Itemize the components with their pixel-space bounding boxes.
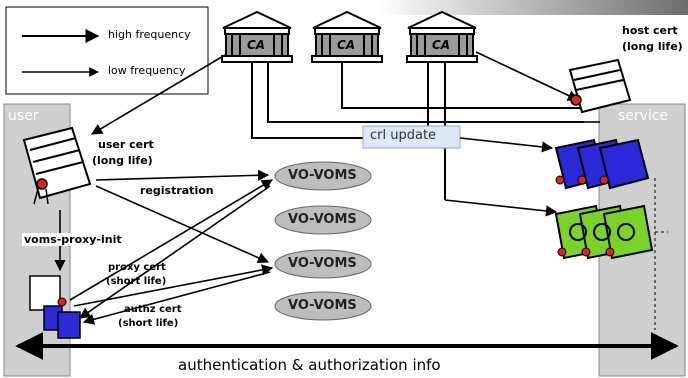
voms-oval-3 <box>274 249 372 279</box>
ca-building-3 <box>406 10 478 63</box>
ca-building-1 <box>221 10 293 63</box>
host-cert-label: host cert <box>622 24 678 37</box>
auth-info-label: authentication & authorization info <box>178 356 441 374</box>
ca-to-user-arrow <box>91 54 226 135</box>
registration-arrow-2 <box>95 185 270 264</box>
crl-update-box <box>362 125 461 149</box>
user-cert-scroll <box>22 126 92 205</box>
user-region-label: user <box>8 108 39 124</box>
proxy-to-voms3-arrow <box>73 264 274 307</box>
proxy-cert-life-label: (short life) <box>106 276 167 287</box>
proxy-to-voms1-arrow <box>69 179 273 301</box>
blue-cert-stack <box>554 138 650 190</box>
crl-to-green-certs-arrow <box>444 199 558 217</box>
legend-high-label: high frequency <box>108 28 191 41</box>
crl-update-label: crl update <box>370 128 437 143</box>
voms-label-4: VO-VOMS <box>288 298 357 313</box>
user-cert-label: user cert <box>98 138 154 151</box>
voms1-to-authz-arrow <box>79 185 271 319</box>
proxy-cert-seal <box>57 297 67 307</box>
authz-cert-label: authz cert <box>124 304 182 315</box>
voms-oval-1 <box>274 161 372 191</box>
service-region-label: service <box>618 108 669 124</box>
voms-label-1: VO-VOMS <box>288 168 357 183</box>
registration-label: registration <box>140 184 214 197</box>
voms-label-2: VO-VOMS <box>288 212 357 227</box>
voms3-to-authz-arrow <box>82 271 271 325</box>
voms-label-3: VO-VOMS <box>288 256 357 271</box>
voms-proxy-init-label: voms-proxy-init <box>22 233 124 246</box>
host-cert-scroll <box>568 58 632 114</box>
registration-arrow-1 <box>95 169 270 181</box>
ca-to-host-arrow <box>475 51 580 101</box>
user-cert-life-label: (long life) <box>92 154 153 167</box>
proxy-cert-icon <box>29 275 61 311</box>
green-cert-stack <box>554 204 654 260</box>
crl-to-blue-certs-arrow <box>459 137 554 153</box>
authz-cert-life-label: (short life) <box>118 318 179 329</box>
ca-label-1: CA <box>247 38 266 52</box>
proxy-cert-label: proxy cert <box>108 262 166 273</box>
legend-box <box>5 6 209 95</box>
voms-oval-2 <box>274 205 372 235</box>
authz-cert-icon <box>57 311 81 339</box>
ca-label-3: CA <box>432 38 451 52</box>
legend-low-label: low frequency <box>108 64 186 77</box>
voms-oval-4 <box>274 291 372 321</box>
host-cert-life-label: (long life) <box>622 40 683 53</box>
ca-building-2 <box>311 10 383 63</box>
ca-label-2: CA <box>337 38 356 52</box>
